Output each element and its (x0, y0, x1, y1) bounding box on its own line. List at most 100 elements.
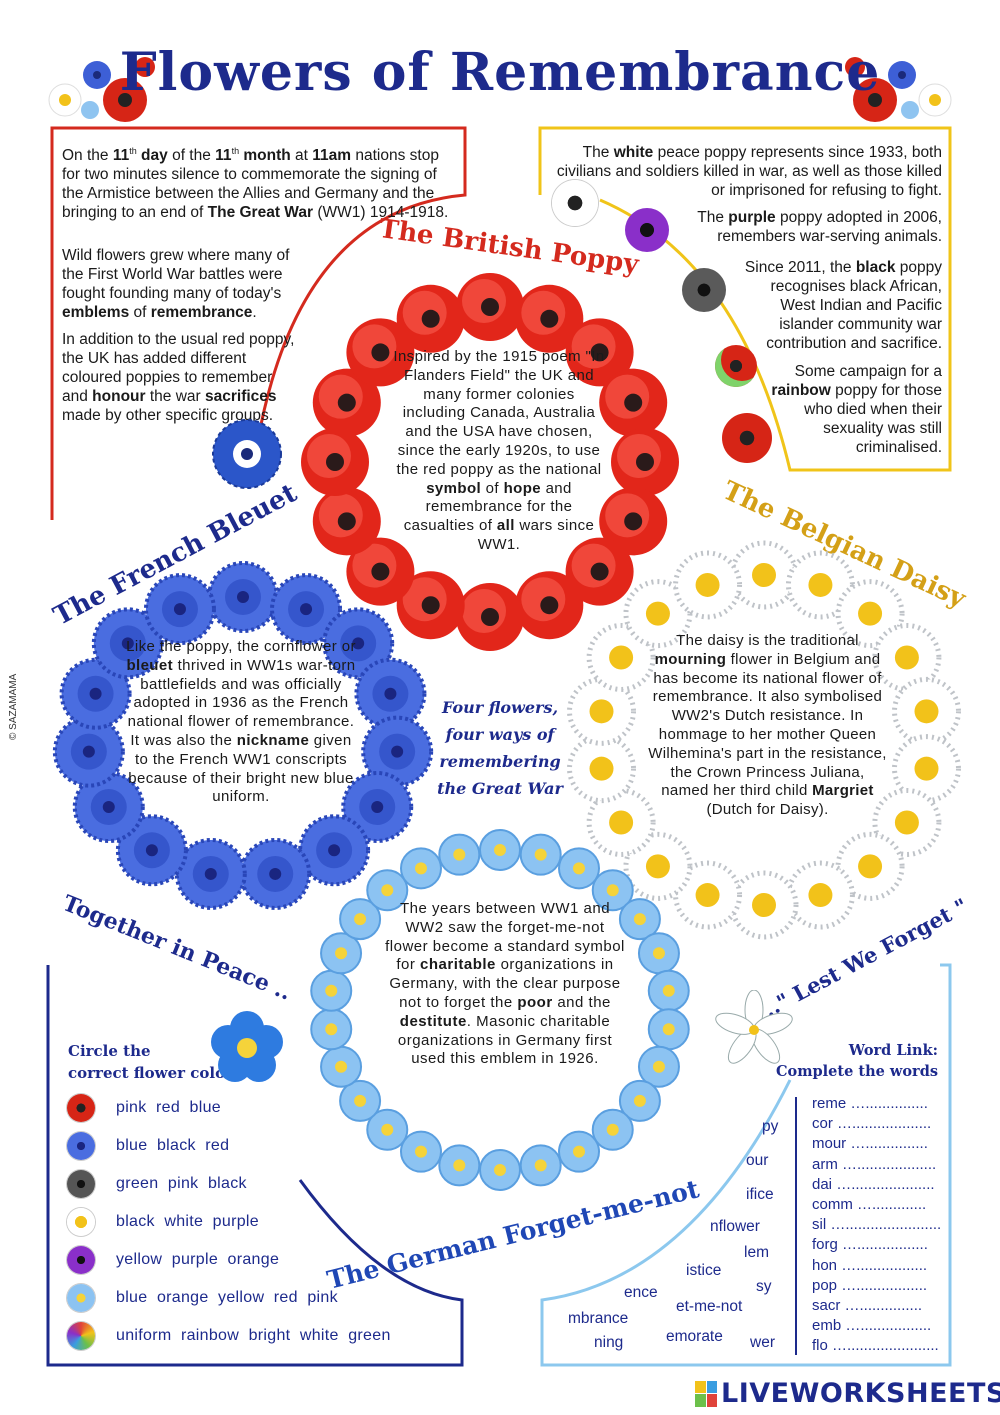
word-fragment[interactable]: py (762, 1118, 779, 1135)
daisy-icon (785, 550, 855, 620)
red-poppy-icon (565, 537, 634, 606)
word-start-row[interactable]: flo …...................... (812, 1336, 941, 1356)
copyright-note: © SAZAMAMA (8, 673, 19, 740)
red-poppy-icon (599, 368, 668, 437)
answer-blank[interactable]: …............... (844, 1297, 923, 1315)
forget-me-not-icon (66, 1283, 96, 1313)
word-fragment[interactable]: emorate (666, 1328, 723, 1345)
cornflower-icon (239, 837, 312, 910)
circle-task-title-line: correct flower colour (68, 1064, 244, 1082)
answer-blank[interactable]: …................... (842, 1155, 937, 1173)
color-options[interactable]: pink red blue (116, 1099, 222, 1116)
color-options[interactable]: blue orange yellow red pink (116, 1289, 338, 1306)
answer-blank[interactable]: …...................... (832, 1337, 939, 1355)
word-fragment[interactable]: mbrance (568, 1310, 629, 1327)
answer-blank[interactable]: ….................... (836, 1175, 935, 1193)
word-start-row[interactable]: sil …....................... (812, 1215, 941, 1235)
forget-me-not-icon (399, 1130, 442, 1173)
word-fragment[interactable]: ning (594, 1334, 624, 1351)
daisy-icon (567, 734, 637, 804)
forget-me-not-icon (647, 1008, 690, 1051)
answer-blank[interactable]: …............... (850, 1135, 928, 1153)
forget-me-not-icon (558, 1130, 601, 1173)
word-start-row[interactable]: arm …................... (812, 1155, 941, 1175)
black-poppy-text: Since 2011, the black poppy recognises b… (744, 259, 942, 352)
forget-me-not-icon (310, 1008, 353, 1051)
word-fragment[interactable]: our (746, 1152, 769, 1169)
answer-blank[interactable]: …................. (842, 1236, 928, 1254)
word-start-row[interactable]: sacr …............... (812, 1296, 941, 1316)
word-start-row[interactable]: mour …............... (812, 1134, 941, 1154)
circle-task-row: uniform rainbow bright white green (66, 1322, 391, 1350)
forget-me-not-icon (591, 1108, 634, 1151)
answer-blank[interactable]: …............. (857, 1196, 927, 1214)
color-options[interactable]: blue black red (116, 1137, 230, 1154)
forget-me-not-icon (320, 932, 363, 975)
color-options[interactable]: yellow purple orange (116, 1251, 280, 1268)
british-poppy-wreath (301, 273, 679, 651)
word-start-row[interactable]: hon …................. (812, 1256, 941, 1276)
word-fragment[interactable]: sy (756, 1278, 772, 1295)
answer-blank[interactable]: …................. (841, 1276, 928, 1294)
black-poppy-icon (66, 1169, 96, 1199)
daisy-icon (673, 860, 743, 930)
word-start-row[interactable]: pop …................. (812, 1276, 941, 1296)
forget-me-not-icon (519, 833, 562, 876)
tagline-line: four ways of (445, 725, 555, 744)
cornflower-icon (91, 607, 164, 680)
word-fragment[interactable]: lem (744, 1244, 769, 1261)
word-stem: reme (812, 1095, 851, 1112)
tagline-line: remembering (439, 752, 561, 771)
word-start-row[interactable]: forg …................. (812, 1235, 941, 1255)
word-stem: mour (812, 1135, 851, 1153)
word-start-row[interactable]: comm …............. (812, 1195, 941, 1215)
answer-blank[interactable]: …................. (845, 1317, 932, 1335)
answer-blank[interactable]: …............... (850, 1095, 928, 1112)
word-start-row[interactable]: reme …............... (812, 1094, 941, 1114)
answer-blank[interactable]: …....................... (830, 1216, 942, 1234)
red-poppy-icon (565, 318, 634, 387)
answer-blank[interactable]: …................. (841, 1256, 928, 1274)
word-start-row[interactable]: cor …................... (812, 1114, 941, 1134)
intro-text-2: Wild flowers grew where many of the Firs… (62, 246, 302, 433)
word-stem: sacr (812, 1297, 845, 1315)
color-options[interactable]: green pink black (116, 1175, 247, 1192)
red-poppy-icon (456, 583, 524, 651)
white-poppy-text: The white peace poppy represents since 1… (556, 144, 942, 199)
daisy-icon (729, 540, 799, 610)
circle-task-row: black white purple (66, 1208, 259, 1236)
forget-me-not-icon (339, 1079, 382, 1122)
forget-me-not-icon (618, 1079, 661, 1122)
word-fragment[interactable]: ence (624, 1284, 658, 1301)
word-stem: flo (812, 1337, 833, 1355)
forget-me-not-icon (558, 847, 601, 890)
left-corner-bouquet (45, 45, 160, 125)
cornflower-icon (52, 715, 125, 788)
circle-task-row: blue black red (66, 1132, 229, 1160)
word-fragment[interactable]: nflower (710, 1218, 760, 1235)
word-fragment[interactable]: et-me-not (676, 1298, 743, 1315)
word-start-row[interactable]: dai ….................... (812, 1175, 941, 1195)
word-fragment[interactable]: istice (686, 1262, 722, 1279)
footer-brand: LIVEWORKSHEETS (695, 1378, 1000, 1409)
red-poppy-icon (66, 1093, 96, 1123)
cornflower-icon (207, 561, 279, 633)
answer-blank[interactable]: …................... (837, 1115, 932, 1133)
color-options[interactable]: black white purple (116, 1213, 259, 1230)
purple-poppy-text: The purple poppy adopted in 2006, rememb… (697, 209, 942, 245)
belgian-daisy-wreath (567, 540, 961, 940)
word-start-row[interactable]: emb …................. (812, 1316, 941, 1336)
color-options[interactable]: uniform rainbow bright white green (116, 1327, 391, 1344)
daisy-icon (835, 579, 905, 649)
word-fragment[interactable]: wer (750, 1334, 775, 1351)
word-fragment[interactable]: ifice (746, 1186, 774, 1203)
forget-me-not-icon (320, 1045, 363, 1088)
word-link-title-line: Complete the words (775, 1063, 938, 1080)
liveworksheets-logo-icon (695, 1380, 717, 1407)
page-title: Flowers of Remembrance (119, 42, 881, 103)
belgian-daisy-text: The daisy is the traditional mourning fl… (648, 632, 887, 819)
purple-poppy-icon (625, 208, 669, 252)
red-poppy-icon (396, 284, 465, 353)
center-tagline: Four flowers, four ways of remembering t… (430, 694, 570, 802)
daisy-icon (785, 860, 855, 930)
